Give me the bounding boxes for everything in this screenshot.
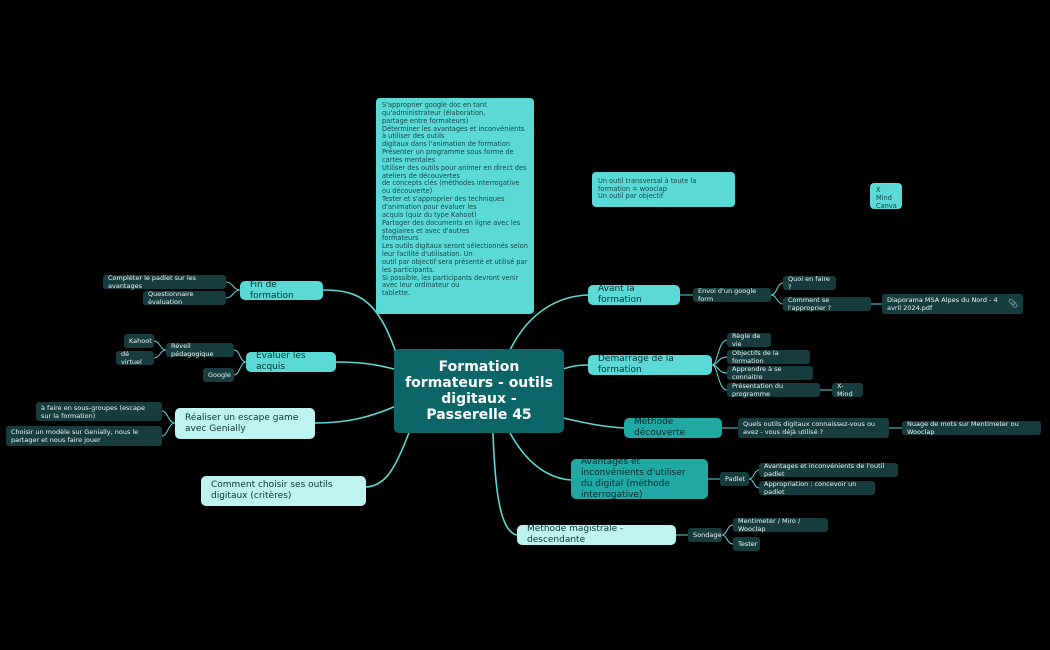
leaf-google[interactable]: Google [203, 368, 234, 382]
objectives-note[interactable]: S'approprier google doc en tant qu'admin… [376, 98, 534, 314]
connector [233, 361, 247, 376]
leaf-regle-de-vie[interactable]: Règle de vie [727, 332, 771, 348]
branch-avantages-inconvenients[interactable]: Avantages et inconvénients d'utiliser du… [571, 457, 708, 500]
leaf-kahoot[interactable]: Kahoot [124, 334, 154, 348]
connector [233, 349, 247, 363]
leaf-comment-approprier[interactable]: Comment se l'approprier ? [783, 296, 871, 312]
branch-methode-decouverte[interactable]: Méthode découverte [624, 417, 722, 438]
leaf-avantages-padlet[interactable]: Avantages et inconvénients de l'outil pa… [759, 462, 898, 478]
connector [314, 404, 399, 424]
connector [365, 429, 411, 488]
connector [711, 364, 728, 391]
connector [492, 432, 518, 536]
branch-methode-magistrale[interactable]: Méthode magistrale - descendante [517, 524, 676, 545]
branch-evaluer-les-acquis[interactable]: Evaluer les acquis [246, 351, 336, 372]
branch-fin-de-formation[interactable]: Fin de formation [240, 280, 323, 301]
leaf-completer-padlet[interactable]: Compléter le padlet sur les avantages [103, 274, 226, 290]
leaf-apprendre-connaitre[interactable]: Apprendre à se connaitre [727, 365, 813, 381]
branch-demarrage-formation[interactable]: Démarrage de la formation [588, 354, 712, 375]
leaf-choisir-modele-genially[interactable]: Choisir un modèle sur Genially, nous le … [6, 426, 162, 446]
leaf-quoi-en-faire[interactable]: Quoi en faire ? [783, 275, 836, 291]
connector [748, 469, 760, 480]
leaf-de-virtuel[interactable]: dé virtuel [116, 350, 154, 366]
leaf-sous-groupes[interactable]: à faire en sous-groupes (escape sur la f… [36, 402, 162, 421]
transversal-tool-note[interactable]: Un outil transversal à toute la formatio… [592, 172, 735, 207]
connector [322, 289, 401, 366]
connector [509, 294, 589, 351]
connector [335, 361, 399, 371]
connector [770, 282, 784, 296]
leaf-reveil-pedagogique[interactable]: Réveil pédagogique [166, 342, 234, 358]
connector [748, 478, 760, 489]
leaf-tester[interactable]: Tester [733, 537, 760, 551]
leaf-appropriation-padlet[interactable]: Appropriation : concevoir un padlet [759, 480, 875, 496]
paperclip-icon[interactable]: 📎 [1008, 299, 1018, 308]
connector [153, 349, 167, 359]
connector [721, 534, 734, 545]
leaf-quels-outils[interactable]: Quels outils digitaux connaissez-vous ou… [738, 418, 889, 438]
connector [509, 432, 572, 481]
leaf-xmind[interactable]: X-Mind [832, 382, 863, 398]
connector [711, 339, 728, 366]
leaf-objectifs-formation[interactable]: Objectifs de la formation [727, 349, 810, 365]
central-topic[interactable]: Formation formateurs - outils digitaux -… [394, 349, 564, 433]
connector [161, 422, 176, 437]
branch-escape-game[interactable]: Réaliser un escape game avec Genially [175, 408, 315, 439]
xmind-canva-note[interactable]: X Mind Canva [870, 183, 902, 210]
connector [153, 340, 167, 351]
leaf-sondage[interactable]: Sondage [688, 528, 722, 542]
connector [770, 294, 784, 305]
branch-comment-choisir[interactable]: Comment choisir ses outils digitaux (cri… [201, 476, 366, 506]
branch-avant-la-formation[interactable]: Avant la formation [588, 284, 680, 305]
diaporama-label: Diaporama MSA Alpes du Nord - 4 avril 20… [887, 296, 998, 312]
connector [559, 364, 589, 371]
leaf-google-form[interactable]: Envoi d'un google form [693, 287, 771, 303]
leaf-diaporama-attachment[interactable]: Diaporama MSA Alpes du Nord - 4 avril 20… [882, 294, 1023, 314]
leaf-mentimeter-miro-wooclap[interactable]: Mentimeter / Miro / Wooclap [733, 517, 828, 533]
leaf-nuage-de-mots[interactable]: Nuage de mots sur Mentimeter ou Wooclap [902, 420, 1041, 436]
connector [225, 289, 241, 299]
leaf-questionnaire-evaluation[interactable]: Questionnaire évaluation [143, 290, 226, 306]
connector [225, 281, 241, 291]
connector [721, 524, 734, 536]
leaf-padlet[interactable]: Padlet [720, 472, 749, 486]
connector [562, 417, 625, 429]
connector [161, 410, 176, 424]
leaf-presentation-programme[interactable]: Présentation du programme [727, 382, 820, 398]
